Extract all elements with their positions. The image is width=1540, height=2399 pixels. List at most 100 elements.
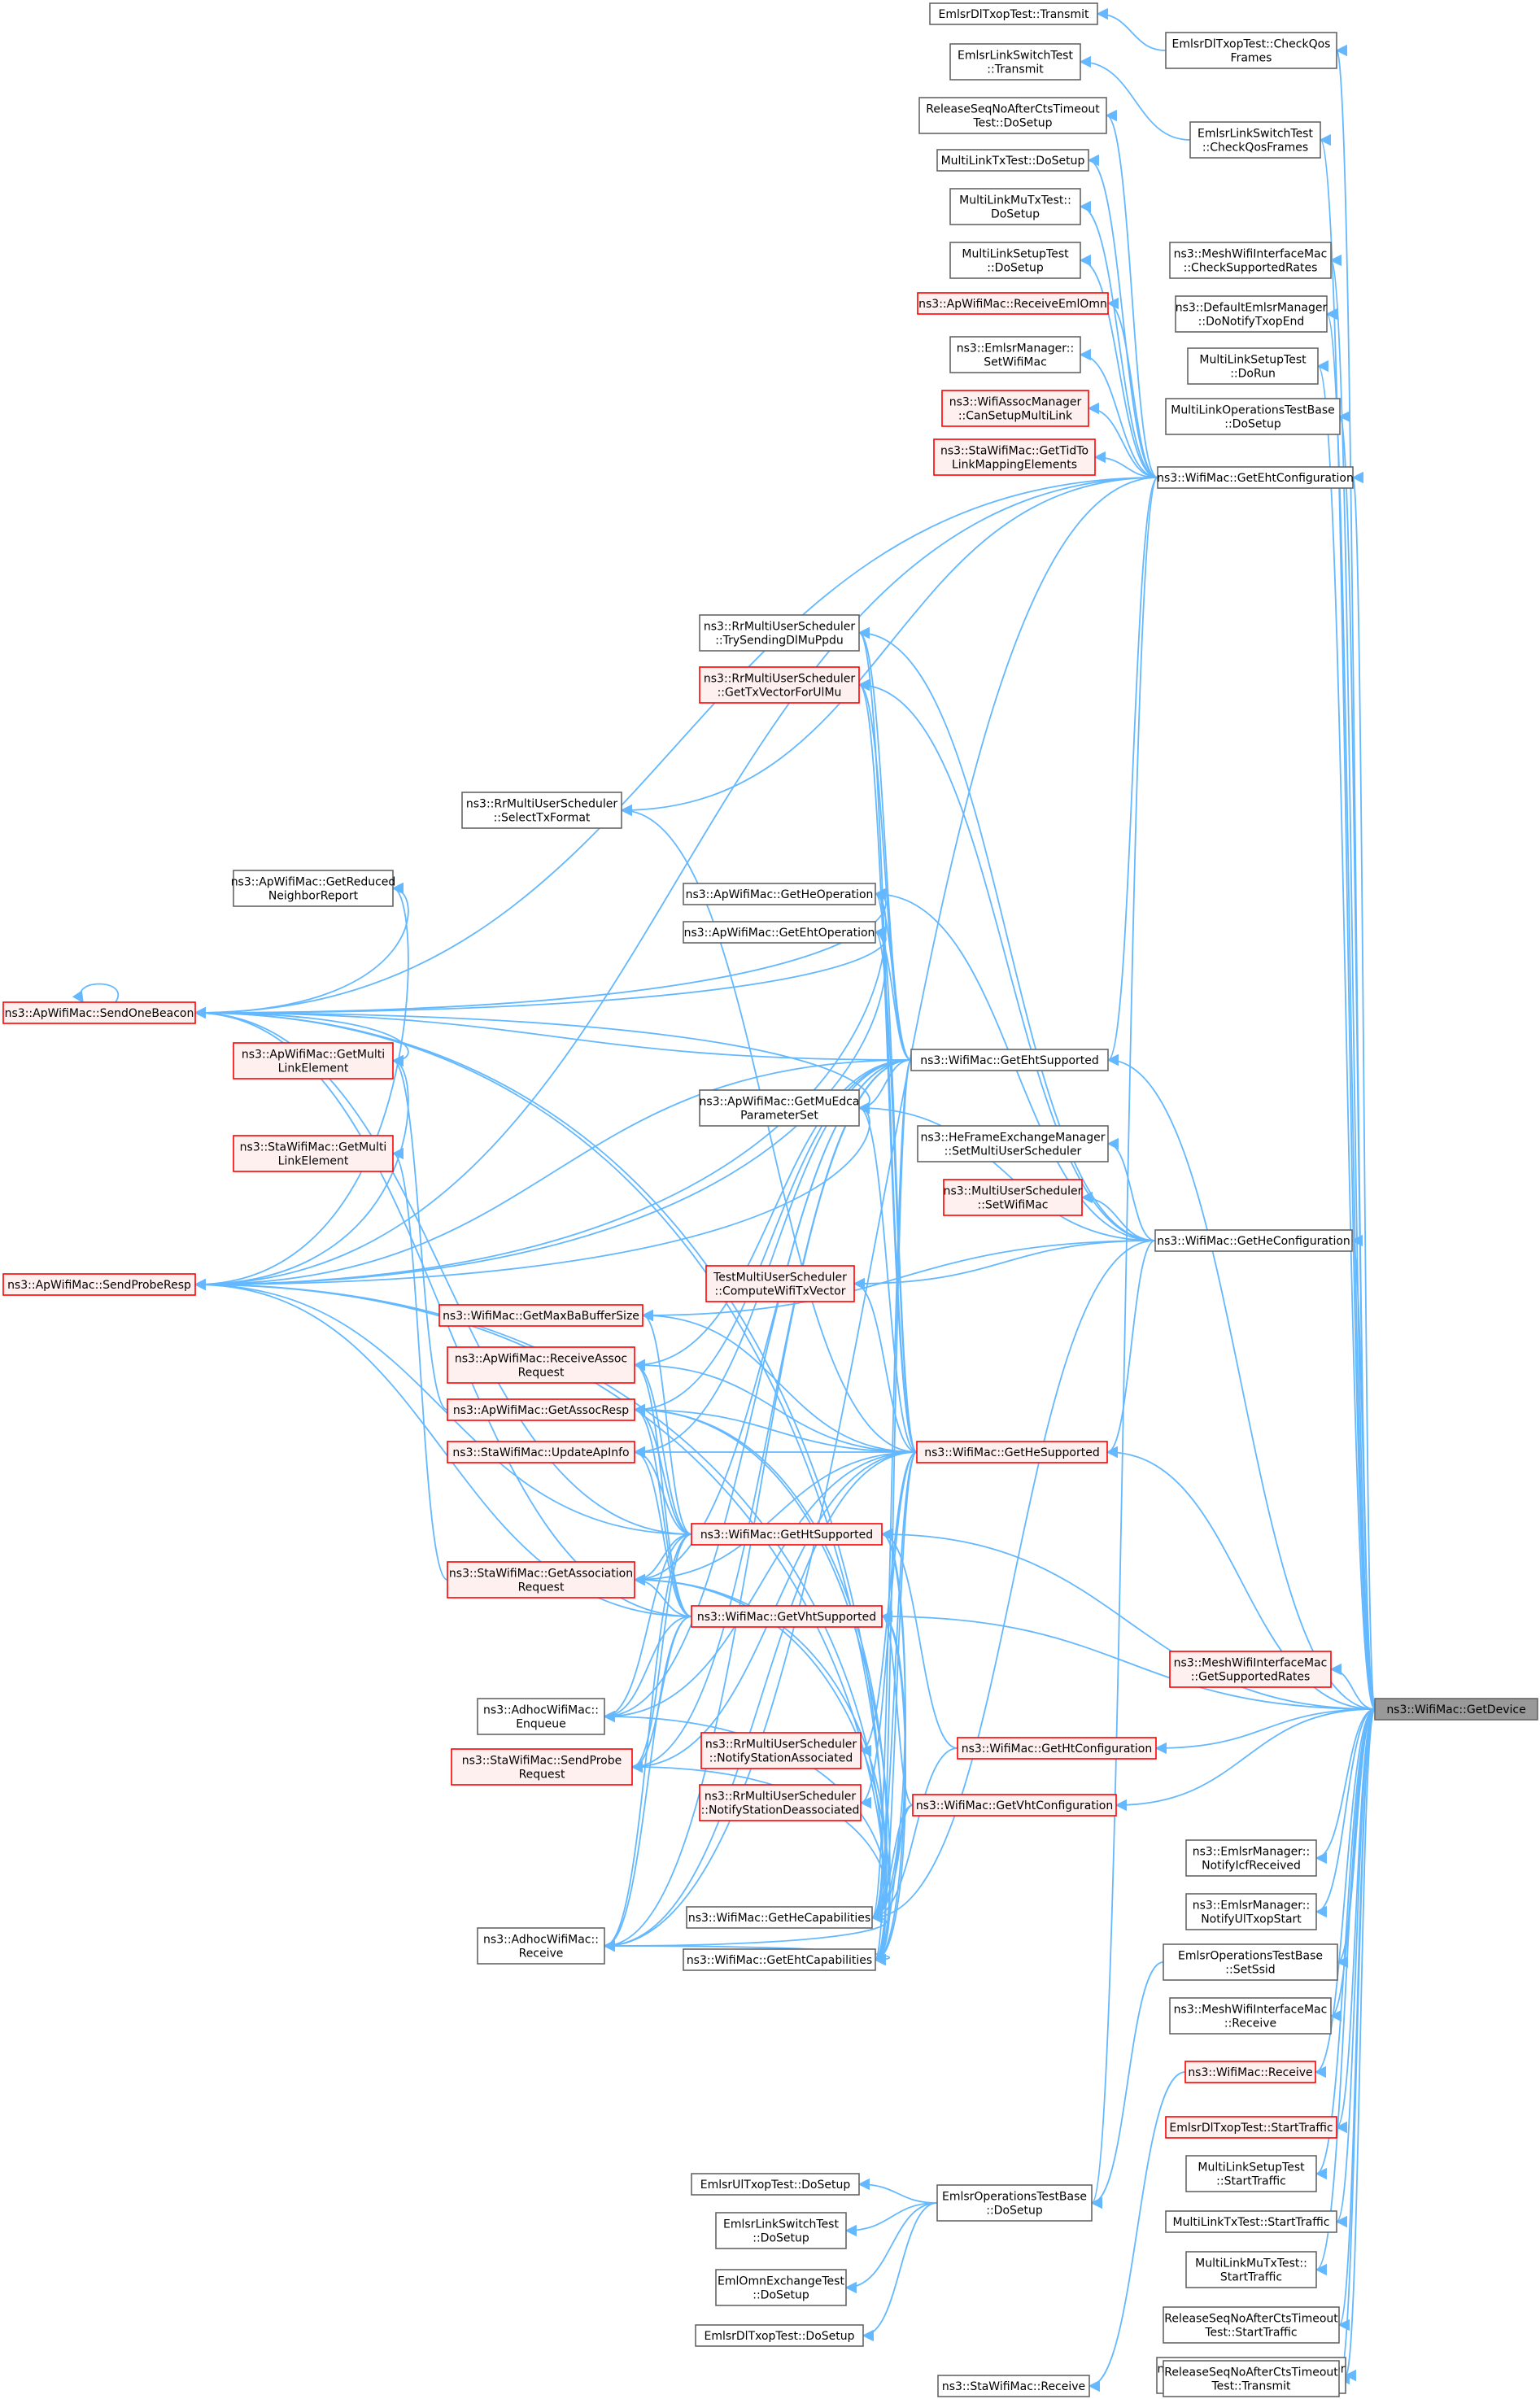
node-n64[interactable]: EmlsrUlTxopTest::DoSetup [691,2173,860,2196]
node-box[interactable] [1374,1698,1538,1721]
node-n9[interactable]: ns3::ApWifiMac::ReceiveEmlOmn [917,292,1109,315]
node-box[interactable] [233,870,394,907]
node-box[interactable] [691,1605,883,1628]
node-box[interactable] [1163,2360,1340,2397]
node-n54[interactable]: EmlsrOperationsTestBase::SetSsid [1163,1943,1338,1981]
node-n60[interactable]: MultiLinkMuTxTest::StartTraffic [1185,2251,1317,2288]
node-n17[interactable]: ns3::WifiMac::GetEhtConfiguration [1157,466,1354,489]
node-n39[interactable]: ns3::WifiMac::GetHtSupported [691,1523,883,1546]
node-box[interactable] [700,1732,862,1769]
node-box[interactable] [2,1273,196,1296]
node-box[interactable] [1185,1893,1317,1930]
node-n6[interactable]: MultiLinkTxTest::DoSetup [936,149,1089,172]
node-box[interactable] [1185,1839,1317,1877]
node-n14[interactable]: ns3::DefaultEmlsrManager::DoNotifyTxopEn… [1175,295,1328,333]
node-n19[interactable]: ns3::RrMultiUserScheduler::GetTxVectorFo… [699,666,860,704]
node-box[interactable] [699,1784,862,1821]
node-box[interactable] [910,1049,1109,1071]
node-box[interactable] [943,1179,1083,1216]
node-box[interactable] [1165,2210,1337,2233]
node-n49[interactable]: ns3::EmlsrManager::NotifyIcfReceived [1185,1839,1317,1877]
node-n57[interactable]: EmlsrDlTxopTest::StartTraffic [1165,2116,1337,2139]
node-box[interactable] [477,1927,605,1965]
node-n46[interactable]: ns3::WifiMac::GetHtConfiguration [957,1737,1157,1760]
node-n53[interactable]: ns3::WifiMac::GetEhtCapabilities [683,1948,876,1971]
node-box[interactable] [451,1748,633,1786]
node-n47[interactable]: ns3::RrMultiUserScheduler::NotifyStation… [699,1784,862,1821]
node-box[interactable] [1169,1997,1332,2035]
node-n22[interactable]: ns3::ApWifiMac::GetHeOperation [683,883,876,905]
node-box[interactable] [447,1561,635,1599]
node-box[interactable] [683,1948,876,1971]
node-box[interactable] [699,614,860,652]
node-n51[interactable]: ns3::WifiMac::GetHeCapabilities [686,1906,873,1929]
node-n20[interactable]: ns3::RrMultiUserScheduler::SelectTxForma… [461,792,622,829]
node-n59[interactable]: MultiLinkTxTest::StartTraffic [1165,2210,1337,2233]
node-box[interactable] [477,1698,605,1735]
node-n65[interactable]: EmlsrOperationsTestBase::DoSetup [936,2184,1093,2222]
node-n58[interactable]: MultiLinkSetupTest::StartTraffic [1185,2155,1317,2192]
node-box[interactable] [715,2269,847,2306]
node-box[interactable] [233,1042,394,1080]
node-n7[interactable]: MultiLinkMuTxTest::DoSetup [949,188,1081,225]
node-box[interactable] [699,1089,860,1127]
node-box[interactable] [917,1125,1109,1162]
node-box[interactable] [447,1346,635,1384]
node-box[interactable] [916,1441,1108,1463]
node-n24[interactable]: ns3::ApWifiMac::SendOneBeacon [2,1001,196,1024]
node-box[interactable] [936,149,1089,172]
node-n36[interactable]: ns3::ApWifiMac::GetAssocResp [447,1398,635,1421]
node-box[interactable] [949,336,1081,373]
node-n26[interactable]: ns3::WifiMac::GetEhtSupported [910,1049,1109,1071]
node-box[interactable] [936,2184,1093,2222]
node-n52[interactable]: ns3::AdhocWifiMac::Receive [477,1927,605,1965]
node-box[interactable] [1189,121,1321,159]
node-box[interactable] [918,97,1107,134]
node-n48[interactable]: ns3::WifiMac::GetVhtConfiguration [912,1794,1117,1817]
node-box[interactable] [957,1737,1157,1760]
node-box[interactable] [1175,295,1328,333]
node-n2[interactable]: EmlsrDlTxopTest::Transmit [929,2,1098,25]
node-box[interactable] [917,292,1109,315]
node-box[interactable] [233,1135,394,1172]
node-n8[interactable]: MultiLinkSetupTest::DoSetup [949,242,1081,279]
node-n16[interactable]: MultiLinkOperationsTestBase::DoSetup [1165,398,1341,435]
node-n69[interactable]: ns3::StaWifiMac::Receive [937,2375,1090,2397]
node-n33[interactable]: TestMultiUserScheduler::ComputeWifiTxVec… [705,1265,855,1302]
node-box[interactable] [438,1304,643,1327]
node-box[interactable] [683,921,876,944]
node-box[interactable] [1165,398,1341,435]
node-n56[interactable]: ns3::WifiMac::Receive [1184,2061,1316,2083]
node-n67[interactable]: EmlOmnExchangeTest::DoSetup [715,2269,847,2306]
node-n45[interactable]: ns3::RrMultiUserScheduler::NotifyStation… [700,1732,862,1769]
node-n3[interactable]: EmlsrLinkSwitchTest::CheckQosFrames [1189,121,1321,159]
node-n12[interactable]: ns3::StaWifiMac::GetTidToLinkMappingElem… [933,438,1096,476]
node-box[interactable] [941,390,1089,427]
node-n61[interactable]: ReleaseSeqNoAfterCtsTimeoutTest::StartTr… [1163,2306,1340,2344]
node-box[interactable] [1169,1651,1332,1688]
node-n15[interactable]: MultiLinkSetupTest::DoRun [1187,347,1319,385]
node-n4[interactable]: EmlsrLinkSwitchTest::Transmit [949,43,1081,81]
node-box[interactable] [715,2212,847,2249]
node-box[interactable] [949,242,1081,279]
node-box[interactable] [2,1001,196,1024]
node-n37[interactable]: ns3::WifiMac::GetHeSupported [916,1441,1108,1463]
node-n63[interactable]: ReleaseSeqNoAfterCtsTimeoutTest::Transmi… [1163,2360,1340,2397]
node-n10[interactable]: ns3::EmlsrManager::SetWifiMac [949,336,1081,373]
node-n31[interactable]: ns3::WifiMac::GetHeConfiguration [1154,1229,1353,1252]
node-box[interactable] [933,438,1096,476]
node-box[interactable] [949,188,1081,225]
node-n66[interactable]: EmlsrLinkSwitchTest::DoSetup [715,2212,847,2249]
node-n50[interactable]: ns3::EmlsrManager::NotifyUlTxopStart [1185,1893,1317,1930]
node-box[interactable] [949,43,1081,81]
node-box[interactable] [1165,32,1337,69]
node-box[interactable] [461,792,622,829]
node-n18[interactable]: ns3::RrMultiUserScheduler::TrySendingDlM… [699,614,860,652]
node-n30[interactable]: ns3::MultiUserScheduler::SetWifiMac [943,1179,1083,1216]
node-box[interactable] [1169,242,1332,279]
node-box[interactable] [912,1794,1117,1817]
